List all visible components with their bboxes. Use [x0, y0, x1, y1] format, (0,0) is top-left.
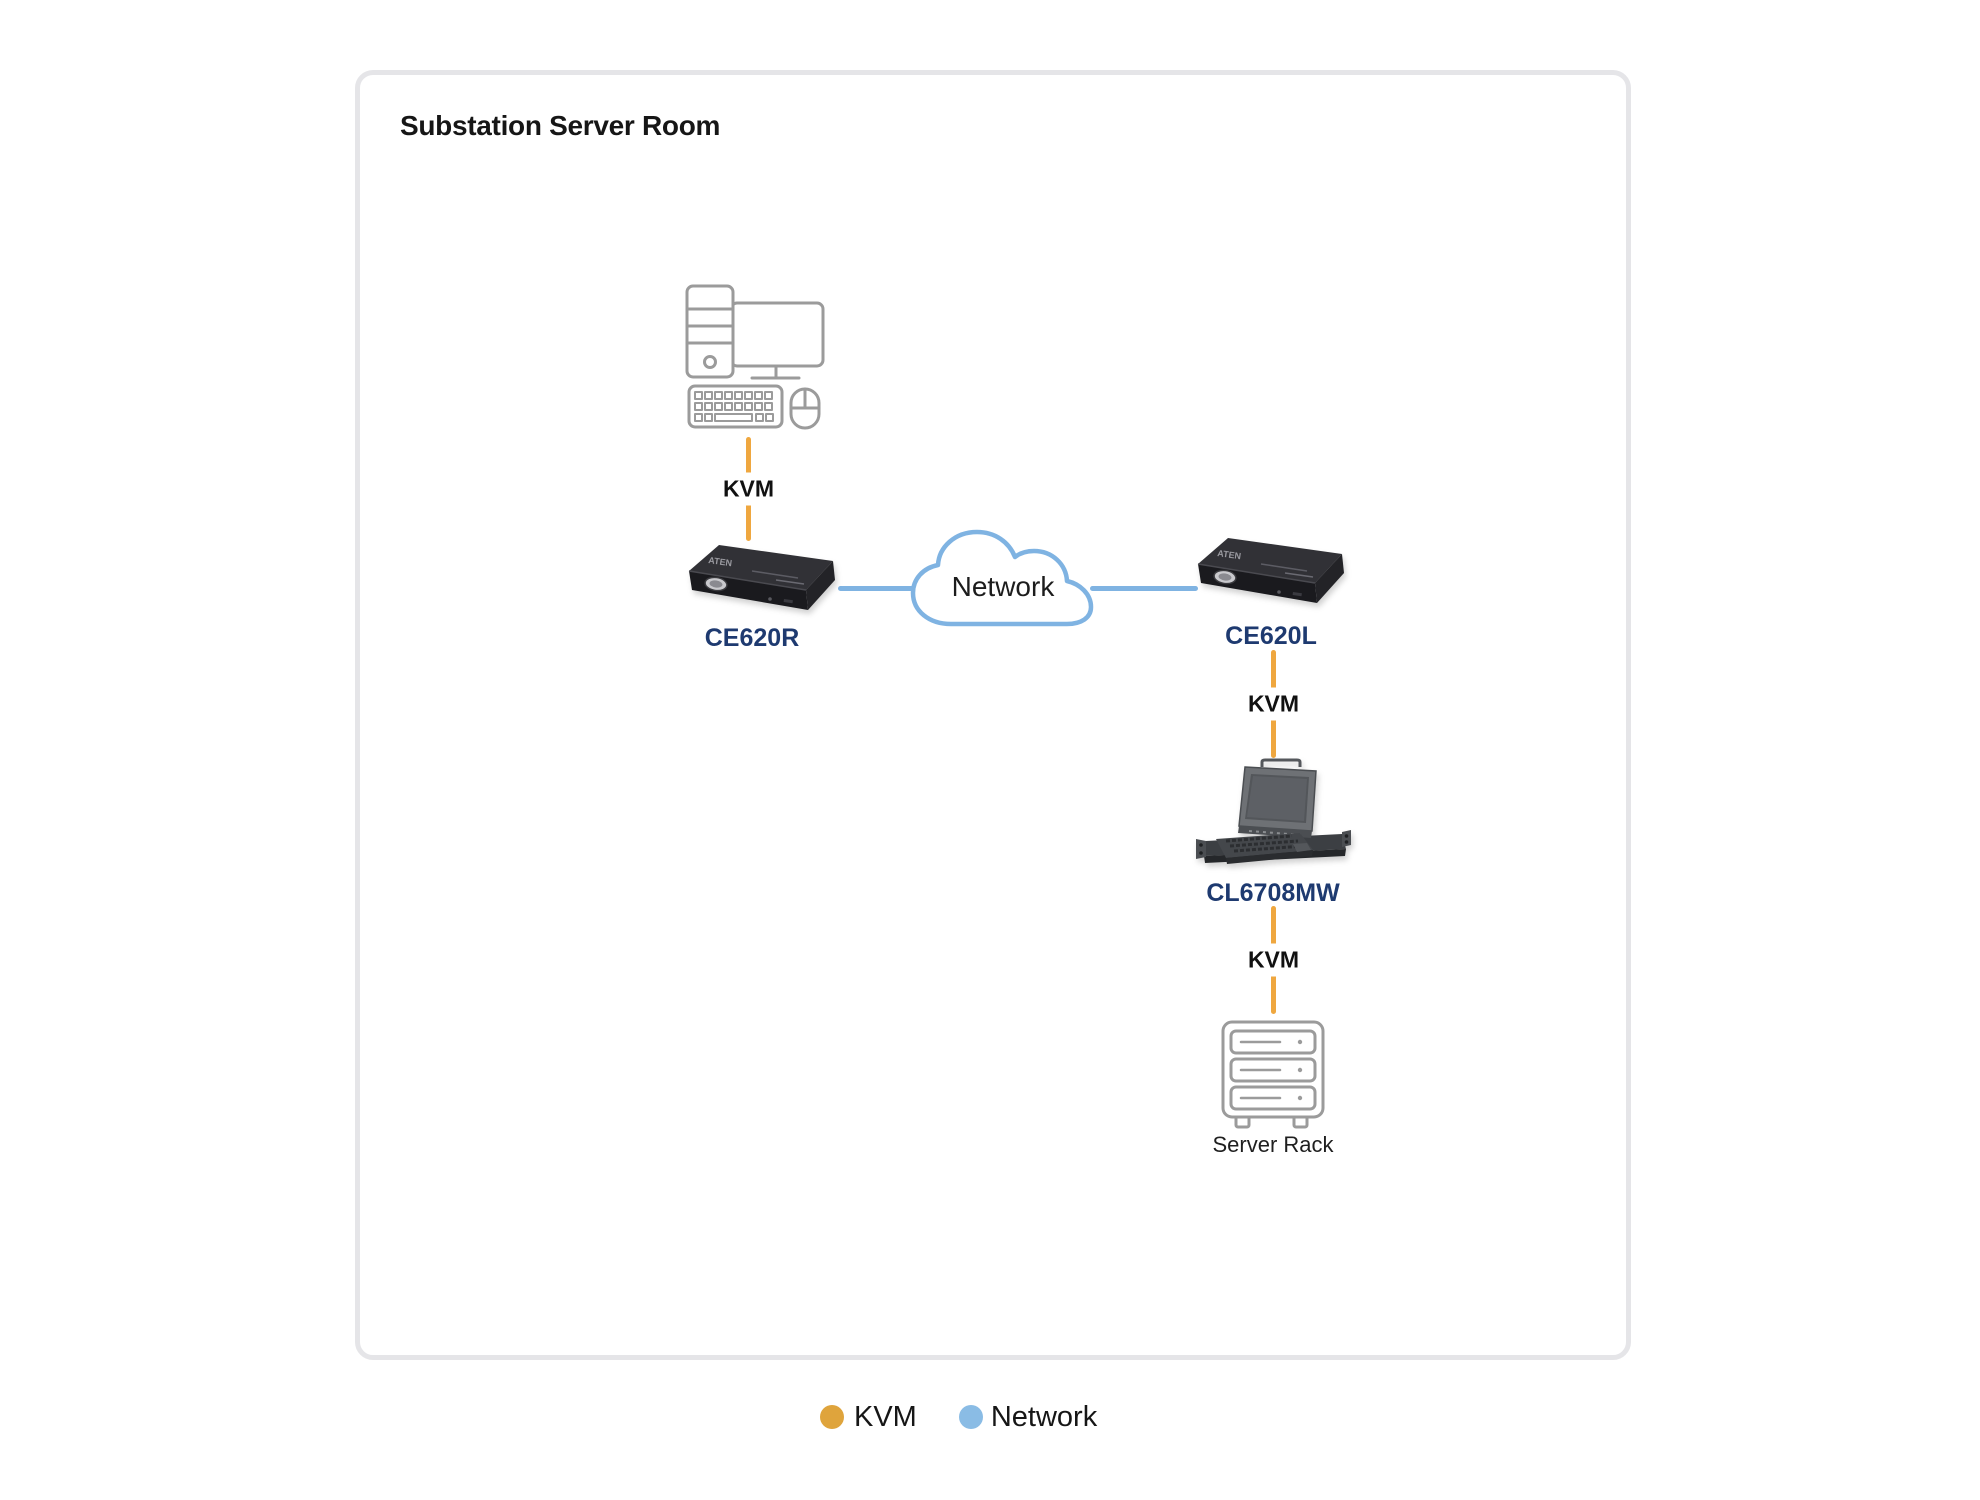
kvm-link-cl6708mw-rack: KVM: [1246, 906, 1301, 1014]
kvm-link-label: KVM: [1246, 943, 1301, 977]
network-cloud-label: Network: [951, 571, 1055, 602]
server-rack-label: Server Rack: [1212, 1132, 1334, 1157]
panel-title: Substation Server Room: [400, 110, 721, 141]
kvm-link-ce620l-cl6708mw: KVM: [1246, 650, 1301, 758]
cl6708mw-device-image: [1196, 758, 1351, 864]
ce620r-device-image: ATEN: [688, 545, 835, 610]
cl6708mw-label: CL6708MW: [1206, 879, 1340, 907]
kvm-link-label: KVM: [721, 472, 776, 506]
svg-text:ATEN: ATEN: [708, 555, 733, 568]
network-legend-label: Network: [990, 1400, 1098, 1433]
network-link-cloud-ce620l: [1090, 586, 1198, 591]
kvm-legend-dot-icon: [820, 1405, 844, 1429]
ce620l-device-image: ATEN: [1197, 538, 1344, 603]
network-cloud-icon: [910, 529, 1094, 627]
kvm-legend-label: KVM: [854, 1400, 917, 1433]
ce620r-label: CE620R: [704, 624, 800, 652]
network-legend-dot-icon: [958, 1405, 983, 1429]
computer-workstation-icon: [685, 284, 825, 430]
server-rack-icon: [1221, 1020, 1325, 1129]
network-cloud: Network: [905, 521, 1101, 635]
ce620l-label: CE620L: [1225, 622, 1317, 650]
legend: KVM Network: [820, 1402, 1097, 1432]
svg-text:ATEN: ATEN: [1217, 548, 1242, 561]
network-link-ce620r-cloud: [838, 586, 920, 591]
kvm-link-label: KVM: [1246, 687, 1301, 721]
server-room-panel: [355, 70, 1631, 1360]
kvm-link-computer-ce620r: KVM: [721, 437, 776, 541]
